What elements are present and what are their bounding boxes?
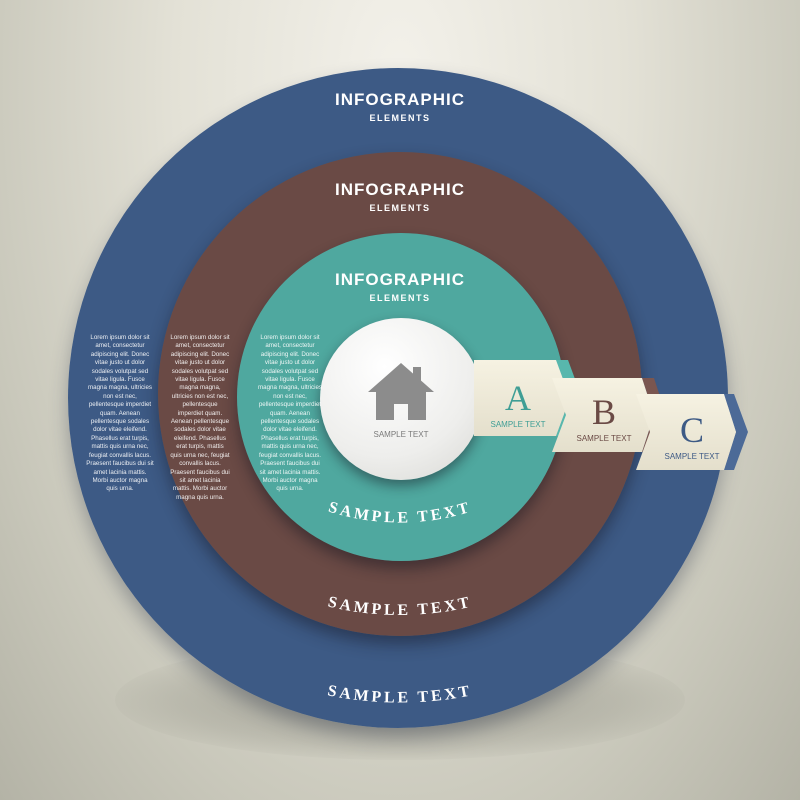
middle-subtitle: ELEMENTS (369, 203, 431, 213)
inner-subtitle: ELEMENTS (369, 293, 431, 303)
outer-paragraph: Lorem ipsum dolor sit amet, consectetur … (86, 334, 154, 493)
inner-paragraph: Lorem ipsum dolor sit amet, consectetur … (258, 334, 322, 493)
inner-ring-title: INFOGRAPHIC ELEMENTS (0, 270, 800, 303)
tab-c-letter: C (680, 410, 704, 450)
inner-title: INFOGRAPHIC (335, 270, 465, 289)
tab-b-body (552, 378, 654, 452)
house-icon (368, 363, 434, 420)
outer-title: INFOGRAPHIC (335, 90, 465, 109)
outer-ring-title: INFOGRAPHIC ELEMENTS (0, 90, 800, 123)
tab-b-label: SAMPLE TEXT (577, 434, 632, 443)
tab-c: C SAMPLE TEXT (636, 394, 748, 470)
tab-c-label: SAMPLE TEXT (665, 452, 720, 461)
middle-ring-title: INFOGRAPHIC ELEMENTS (0, 180, 800, 213)
middle-paragraph: Lorem ipsum dolor sit amet, consectetur … (170, 334, 230, 501)
tab-a-letter: A (505, 378, 531, 418)
outer-subtitle: ELEMENTS (369, 113, 431, 123)
tab-a: A SAMPLE TEXT (474, 360, 582, 436)
middle-title: INFOGRAPHIC (335, 180, 465, 199)
tab-b-letter: B (592, 392, 616, 432)
tab-c-body (636, 394, 736, 470)
tab-a-body (474, 360, 570, 436)
center-label: SAMPLE TEXT (373, 430, 429, 439)
tab-a-label: SAMPLE TEXT (491, 420, 546, 429)
